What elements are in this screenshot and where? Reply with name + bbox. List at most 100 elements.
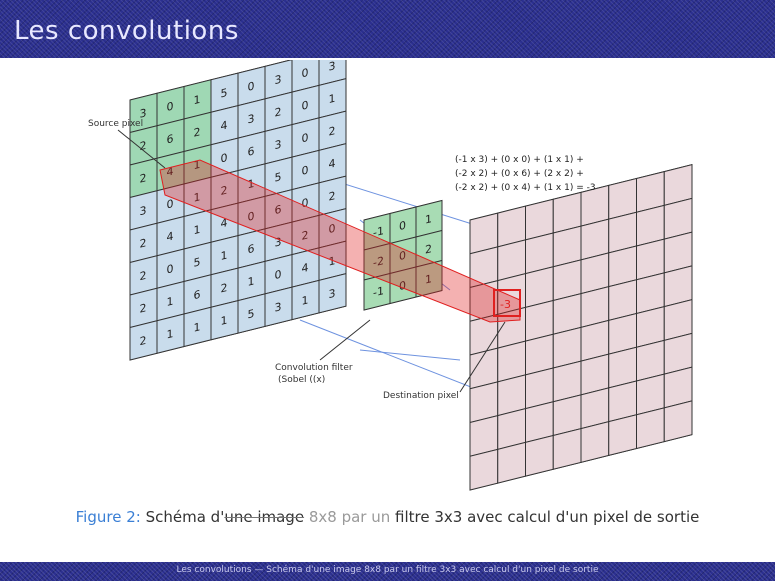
destination-cell [580,421,610,463]
source-cell-value: 4 [167,230,174,245]
caption-text-before: Schéma d' [145,508,225,526]
source-cell-value: 2 [329,124,336,139]
filter-pointer [319,319,371,361]
source-cell-value: 1 [221,249,228,264]
source-cell-value: 2 [140,139,147,154]
source-cell-value: 0 [167,100,174,115]
caption-struck-text: une image [224,508,305,526]
source-cell-value: 1 [302,293,309,308]
projection-beam [159,159,521,323]
filter-cell-value: 2 [425,242,432,257]
source-cell-value: 1 [194,190,201,205]
formula-line-1: (-1 x 3) + (0 x 0) + (1 x 1) + [455,155,584,165]
source-cell-value: 6 [275,203,282,218]
source-cell-value: 2 [275,105,282,120]
title-bar: Les convolutions [0,0,775,58]
destination-cell [469,448,499,491]
filter-cell-value: 1 [425,212,432,227]
source-cell-value: 1 [194,93,201,108]
filter-cell-value: -1 [373,284,384,300]
source-cell-value: 1 [194,320,201,335]
source-cell-value: 1 [194,158,201,173]
source-cell-value: 0 [221,151,228,166]
filter-cell [415,259,443,298]
source-cell-value: 3 [140,204,147,219]
source-cell-value: 2 [221,281,228,296]
source-cell-value: 0 [167,262,174,277]
destination-grid [469,164,693,491]
source-cell-value: 6 [248,242,255,257]
source-cell-value: 2 [221,184,228,199]
source-cell-value: 2 [140,334,147,349]
source-cell-value: 0 [302,98,309,113]
source-cell-value: 2 [194,125,201,140]
source-cell-value: 3 [140,106,147,121]
source-cell-value: 3 [275,300,282,315]
source-cell-value: 3 [329,287,336,302]
destination-cell [497,441,526,484]
source-cell-value: 0 [302,66,309,81]
source-cell-value: 6 [194,288,201,303]
source-cell-value: 3 [248,112,255,127]
source-cell-value: 2 [329,189,336,204]
filter-cell-value: -1 [373,224,384,240]
source-cell-value: 0 [248,209,255,224]
filter-cell-value: -2 [373,254,384,270]
source-cell-value: 2 [140,269,147,284]
destination-cell [552,427,582,470]
filter-cell-value: 0 [399,249,406,264]
source-cell-value: 1 [167,295,174,310]
source-cell-value: 6 [167,132,174,147]
source-cell-value: 0 [167,197,174,212]
source-pixel-pointer [117,129,166,169]
caption-figure-label: Figure 2: [75,508,141,526]
filter-label-line1: Convolution filter [275,363,353,373]
destination-cell [608,414,637,457]
source-cell-value: 3 [275,235,282,250]
filter-cell-value: 0 [399,219,406,234]
source-cell-value: 1 [248,177,255,192]
source-cell-value: 3 [329,60,336,74]
source-cell-value: 0 [302,131,309,146]
source-cell-value: 2 [302,228,309,243]
filter-cell-value: 0 [399,279,406,294]
source-cell-value: 5 [221,86,228,101]
source-cell-value: 1 [329,92,336,107]
caption-text-after: filtre 3x3 avec calcul d'un pixel de sor… [395,508,700,526]
source-cell-value: 0 [329,222,336,237]
source-cell-value: 1 [167,327,174,342]
source-cell-value: 4 [329,157,336,172]
destination-cell [663,400,693,443]
source-cell-value: 2 [140,236,147,251]
source-cell-value: 4 [302,261,309,276]
formula-line-3: (-2 x 2) + (0 x 4) + (1 x 1) = -3 [455,183,596,193]
destination-pixel-pointer [459,321,506,393]
source-cell-value: 4 [167,165,174,180]
source-cell-value: 0 [302,196,309,211]
destination-pixel-marker [493,289,521,317]
filter-grid: -1 0 1 -2 0 2 -1 0 1 [363,199,443,311]
source-cell [318,273,347,314]
source-cell-value: 5 [248,307,255,322]
filter-label-line2: (Sobel ((x) [278,375,325,385]
formula-line-2: (-2 x 2) + (0 x 6) + (2 x 2) + [455,169,584,179]
caption-faded-text: 8x8 par un [308,508,391,526]
source-cell-value: 1 [221,314,228,329]
source-cell-value: 5 [194,255,201,270]
source-cell-value: 0 [302,163,309,178]
source-cell-value: 5 [275,170,282,185]
source-cell-value: 2 [140,171,147,186]
footer-text: Les convolutions — Schéma d'une image 8x… [176,565,599,575]
source-cell-value: 1 [194,223,201,238]
source-pixel-label: Source pixel [88,119,143,129]
source-cell-value: 3 [275,138,282,153]
source-cell-value: 1 [248,274,255,289]
destination-cell [525,434,554,477]
slide-title: Les convolutions [14,16,239,46]
filter-cell-value: 1 [425,272,432,287]
source-cell-value: 2 [140,301,147,316]
destination-value: -3 [500,298,511,311]
